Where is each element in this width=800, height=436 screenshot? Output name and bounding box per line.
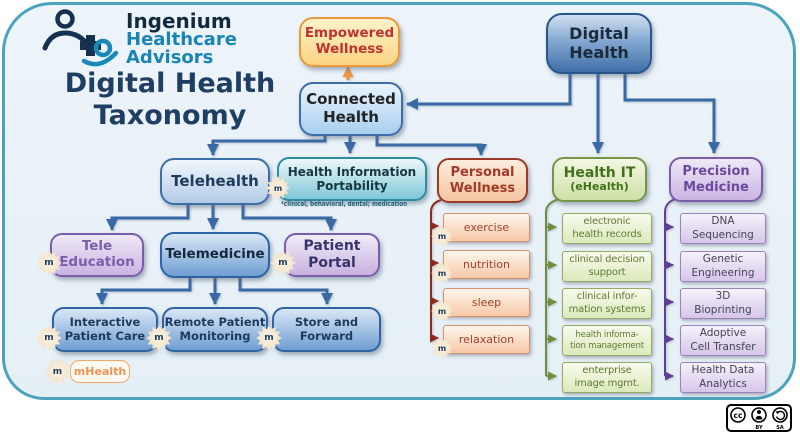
node-health-it: Health IT (eHealth) [552,157,647,202]
node-electronic-health-records: electronic health records [562,213,652,244]
node-store-and-forward: Store and Forward [272,307,381,352]
node-digital-health: Digital Health [546,13,652,74]
node-sleep: sleep [443,288,530,317]
node-precision-medicine: Precision Medicine [669,157,763,202]
node-clinical-information-systems: clinical infor- mation systems [562,288,652,319]
cc-sa-icon [772,407,788,423]
node-patient-portal: Patient Portal [284,233,380,277]
connector-telemedicine-storeforward [238,276,333,305]
node-adoptive-cell-transfer: Adoptive Cell Transfer [680,325,766,356]
connector-healthit-stem [545,198,560,376]
connector-telehealth-patientportal [241,203,337,231]
health-it-sublabel: (eHealth) [570,180,629,194]
node-connected-health: Connected Health [299,82,403,136]
connector-digitalhealth-connectedhealth [406,71,572,110]
node-relaxation: relaxation [443,325,530,354]
connector-connectedhealth-telehealth [207,134,327,156]
hip-footnote: *clinical, behavioral, dental; medicatio… [281,200,408,208]
cc-sa-label: SA [776,425,784,431]
connector-telemedicine-ipc [96,276,192,305]
node-exercise: exercise [443,213,530,242]
connector-telehealth-teleeducation [106,203,190,231]
node-genetic-engineering: Genetic Engineering [680,251,766,282]
cc-license-badge: cc BY SA [726,404,792,432]
node-health-information-portability: Health Information Portability [277,157,427,201]
node-tele-education: Tele Education [50,233,144,277]
cc-icon-label: cc [734,411,743,420]
legend-mhealth-label: mHealth [70,360,130,383]
node-personal-wellness: Personal Wellness [437,158,528,203]
connector-personalwellness-stem [430,199,442,338]
connector-digitalhealth-precisionmedicine [623,71,720,154]
connector-precisionmedicine-stem [664,198,676,376]
brand-line-advisors: Advisors [126,47,214,68]
node-dna-sequencing: DNA Sequencing [680,213,766,244]
cc-icon [730,407,746,423]
node-3d-bioprinting: 3D Bioprinting [680,288,766,319]
brand-line-healthcare: Healthcare [126,29,237,50]
node-remote-patient-monitoring: Remote Patient Monitoring [162,307,268,352]
node-health-data-analytics: Health Data Analytics [680,362,766,393]
node-telemedicine: Telemedicine [160,232,270,278]
brand-line-ingenium: Ingenium [126,9,232,33]
cc-by-label: BY [755,425,763,431]
node-empowered-wellness: Empowered Wellness [299,17,400,67]
node-clinical-decision-support: clinical decision support [562,251,652,282]
health-it-label: Health IT [563,164,636,181]
connector-connectedhealth-personalwellness [375,134,487,156]
node-interactive-patient-care: Interactive Patient Care [52,307,158,352]
page-title: Digital Health Taxonomy [64,68,276,132]
cc-by-icon [751,407,767,423]
node-nutrition: nutrition [443,250,530,279]
ingenium-logo-icon [42,9,119,67]
node-health-information-management: health informa- tion management [562,325,652,356]
node-telehealth: Telehealth [160,158,270,205]
node-enterprise-image-mgmt: enterprise image mgmt. [562,362,652,393]
brand-name: Ingenium Healthcare Advisors [126,11,237,67]
